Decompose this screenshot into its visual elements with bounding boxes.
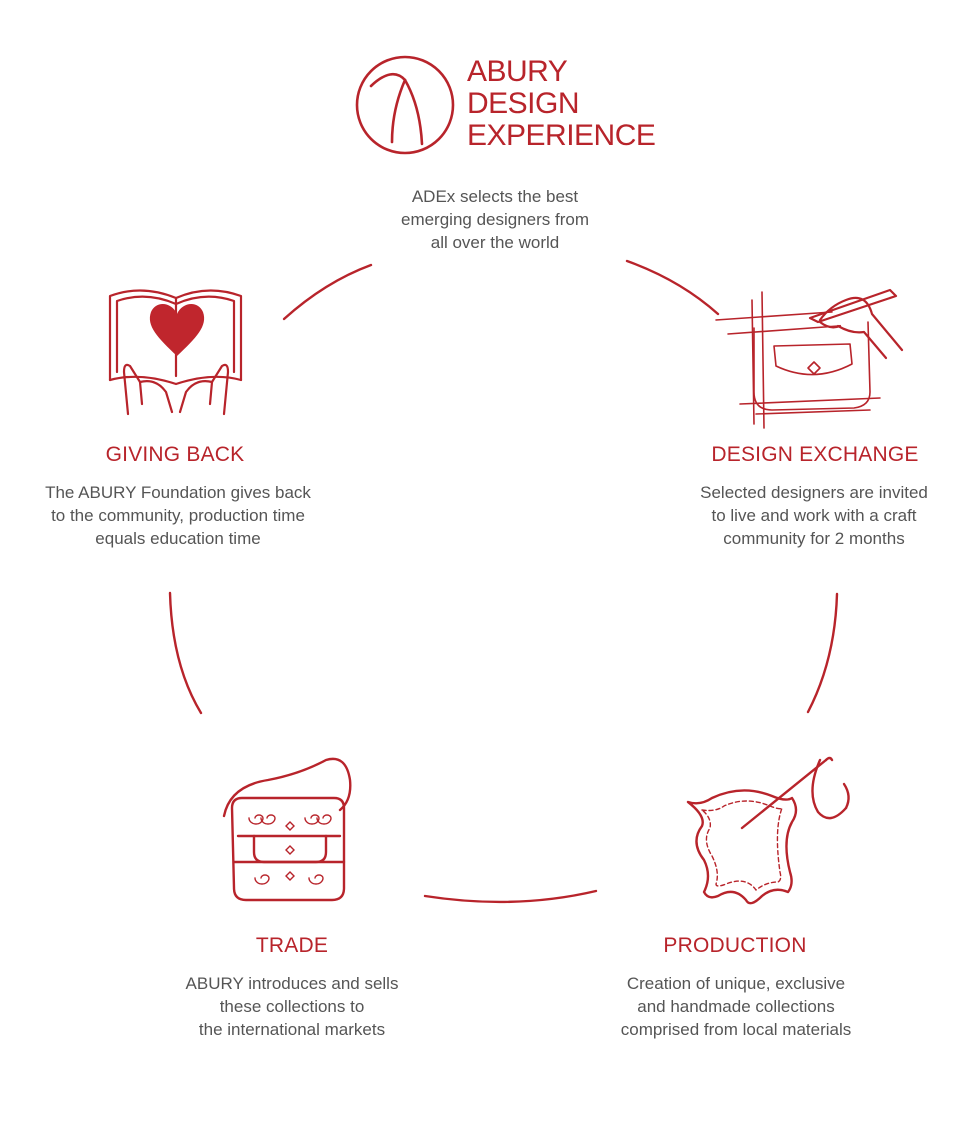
- giving-back-line-3: equals education time: [95, 529, 261, 548]
- production-description: Creation of unique, exclusive and handma…: [580, 972, 892, 1041]
- design-exchange-title: DESIGN EXCHANGE: [711, 443, 919, 466]
- intro-description: ADEx selects the best emerging designers…: [360, 185, 630, 254]
- production-line-2: and handmade collections: [637, 997, 835, 1016]
- brand-name-line-1: ABURY: [467, 55, 568, 88]
- trade-line-1: ABURY introduces and sells: [185, 974, 399, 993]
- trade-line-3: the international markets: [198, 1020, 386, 1039]
- brand-name-line-2: DESIGN: [467, 87, 580, 120]
- giving-back-title: GIVING BACK: [105, 443, 245, 466]
- trade-line-2: these collections to: [219, 997, 365, 1016]
- design-exchange-line-2: to live and work with a craft: [711, 506, 917, 525]
- arc-trade-to-giving-back: [168, 591, 203, 715]
- production-title: PRODUCTION: [663, 934, 807, 957]
- intro-line-3: all over the world: [430, 233, 560, 252]
- trade-title: TRADE: [255, 934, 329, 957]
- giving-back-line-1: The ABURY Foundation gives back: [45, 483, 311, 502]
- heart-shape: [149, 303, 205, 356]
- arc-giving-back-to-intro: [282, 263, 373, 321]
- brand-name-line-3: EXPERIENCE: [467, 119, 656, 152]
- trade-description: ABURY introduces and sells these collect…: [147, 972, 437, 1041]
- brand-name: ABURY DESIGN EXPERIENCE: [467, 55, 656, 152]
- production-line-1: Creation of unique, exclusive: [626, 974, 846, 993]
- giving-back-description: The ABURY Foundation gives back to the c…: [0, 481, 356, 550]
- arc-production-to-trade: [423, 889, 598, 904]
- arc-intro-to-design-exchange: [625, 259, 720, 316]
- intro-line-1: ADEx selects the best: [411, 187, 579, 206]
- design-exchange-line-1: Selected designers are invited: [700, 483, 928, 502]
- giving-back-line-2: to the community, production time: [51, 506, 305, 525]
- design-exchange-description: Selected designers are invited to live a…: [660, 481, 968, 550]
- arc-design-exchange-to-production: [806, 592, 839, 714]
- design-exchange-line-3: community for 2 months: [723, 529, 905, 548]
- intro-line-2: emerging designers from: [400, 210, 590, 229]
- production-line-3: comprised from local materials: [620, 1020, 852, 1039]
